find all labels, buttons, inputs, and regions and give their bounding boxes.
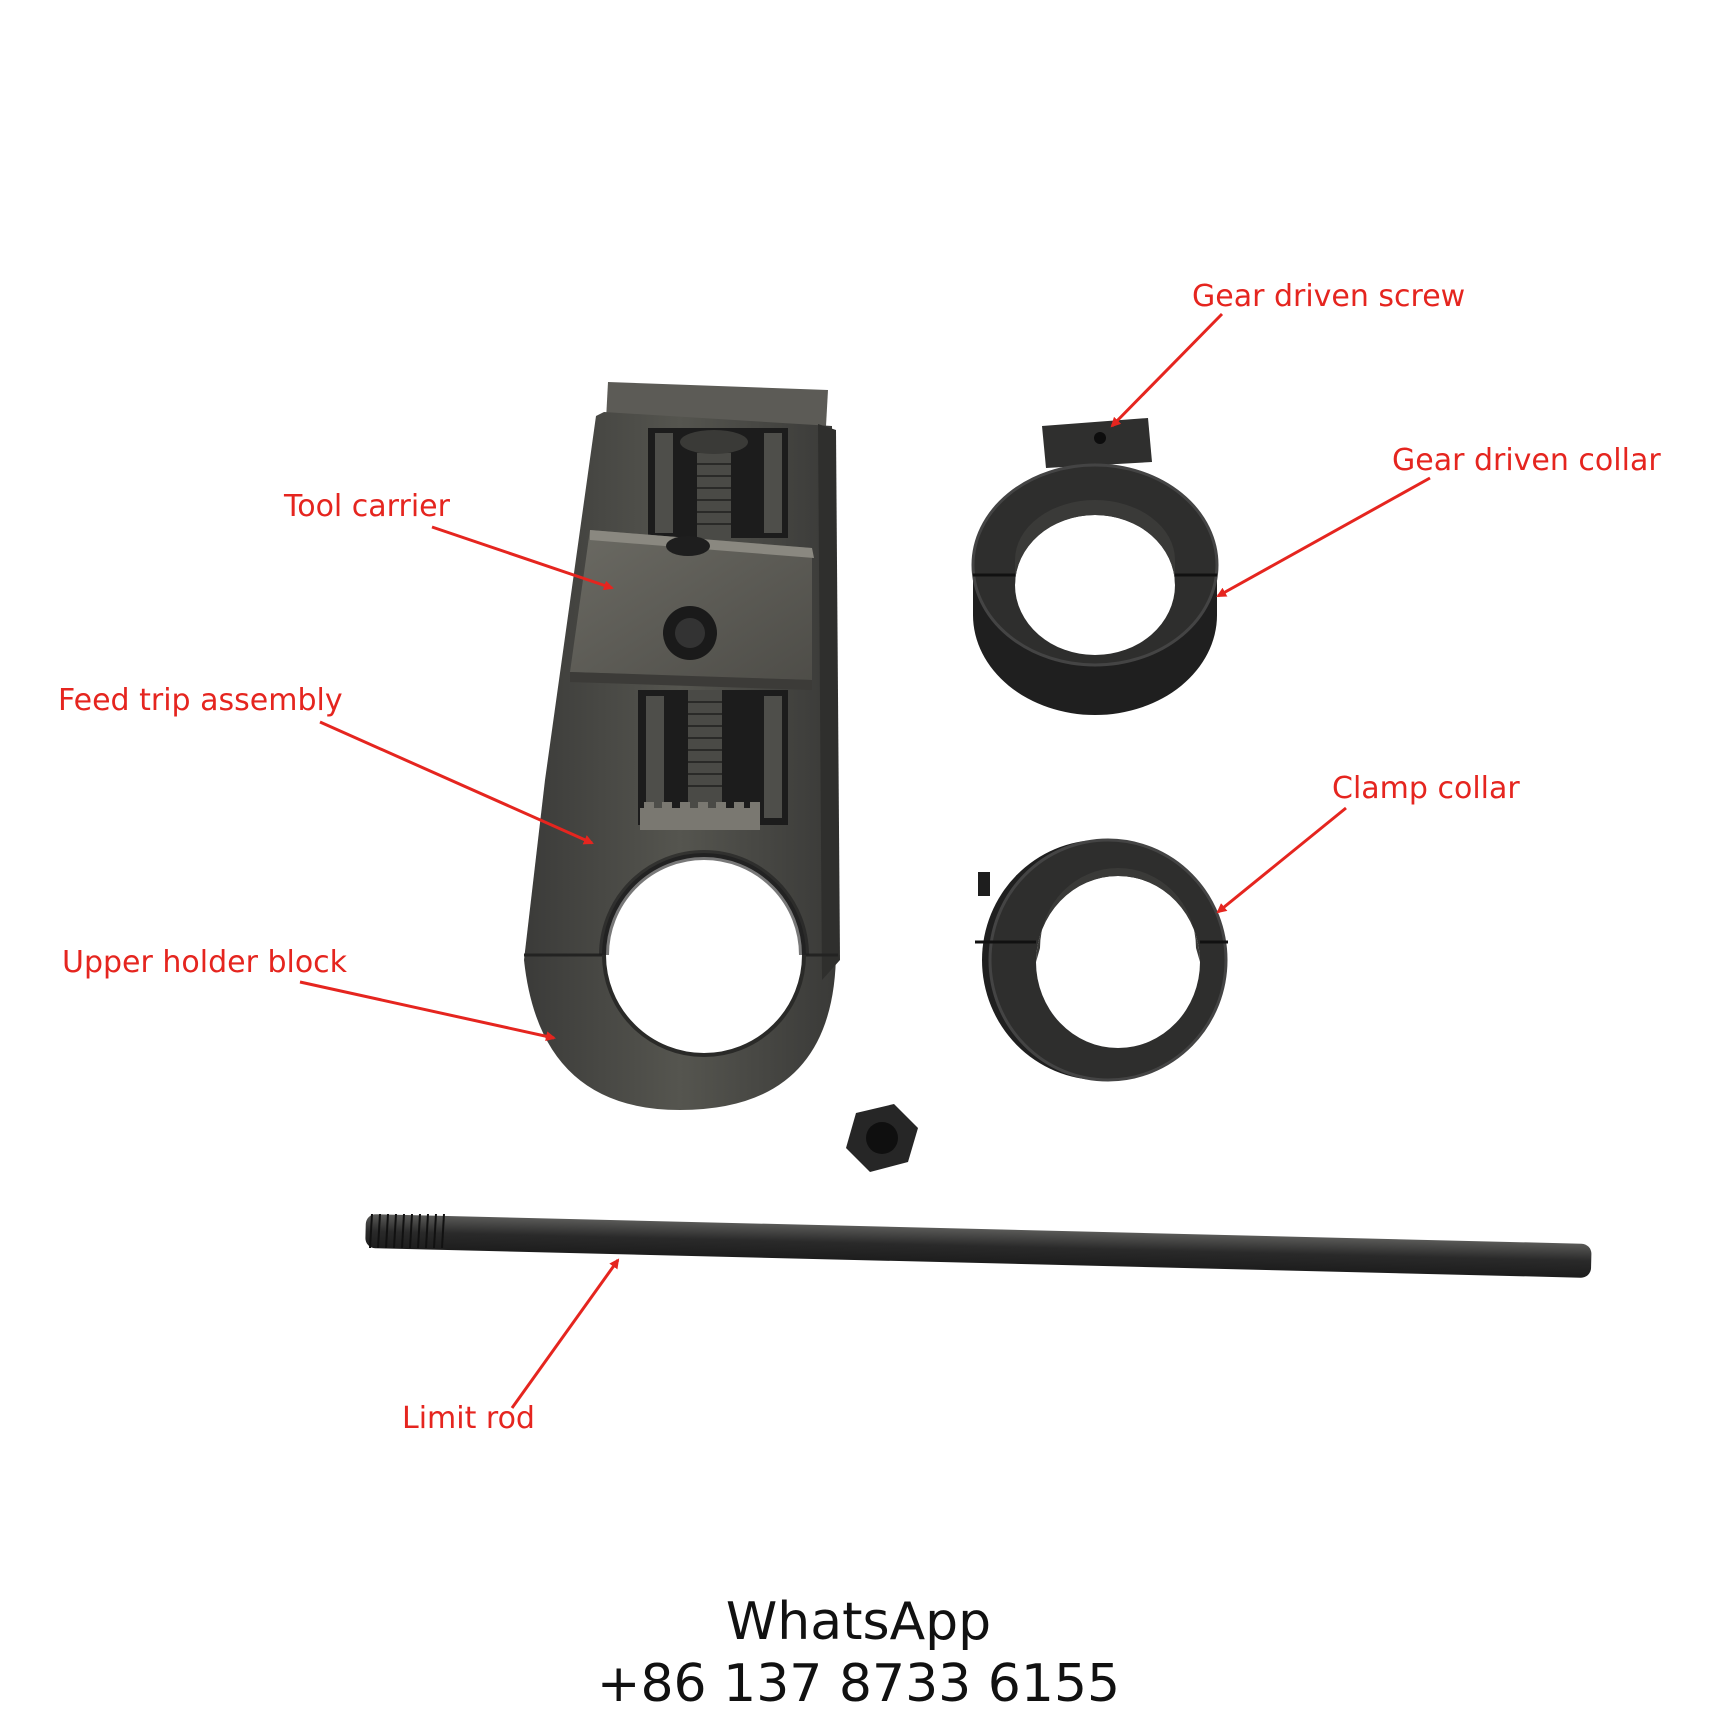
label-gear-driven-collar: Gear driven collar xyxy=(1392,443,1661,478)
arm-top-plate xyxy=(606,382,828,426)
label-limit-rod: Limit rod xyxy=(402,1401,535,1436)
arrow-clamp-collar xyxy=(1216,806,1347,914)
arrow-tool-carrier xyxy=(431,525,614,591)
hex-nut xyxy=(846,1104,918,1172)
holder-bore xyxy=(604,855,804,1055)
label-gear-driven-screw: Gear driven screw xyxy=(1192,279,1466,314)
contact-phone: +86 137 8733 6155 xyxy=(596,1654,1121,1714)
main-arm-assembly xyxy=(524,382,840,1110)
clamp-collar-part xyxy=(975,838,1228,1082)
callout-arrows xyxy=(299,312,1431,1409)
arrow-feed-trip-assembly xyxy=(319,720,594,845)
label-feed-trip-assembly: Feed trip assembly xyxy=(58,683,343,718)
rod-thread xyxy=(369,1213,445,1249)
arm-edge xyxy=(818,424,840,980)
label-clamp-collar: Clamp collar xyxy=(1332,771,1520,806)
arrow-limit-rod xyxy=(510,1258,620,1409)
limit-rod-part xyxy=(365,1213,1592,1278)
label-upper-holder-block: Upper holder block xyxy=(62,945,348,980)
arrow-gear-driven-collar xyxy=(1216,476,1431,598)
arrow-upper-holder-block xyxy=(299,980,556,1042)
feed-gear xyxy=(640,802,760,830)
gear-driven-collar-part xyxy=(971,418,1219,715)
label-tool-carrier: Tool carrier xyxy=(284,489,450,524)
arrow-gear-driven-screw xyxy=(1110,312,1224,428)
contact-app: WhatsApp xyxy=(725,1592,992,1652)
tool-carrier-block xyxy=(570,530,814,690)
